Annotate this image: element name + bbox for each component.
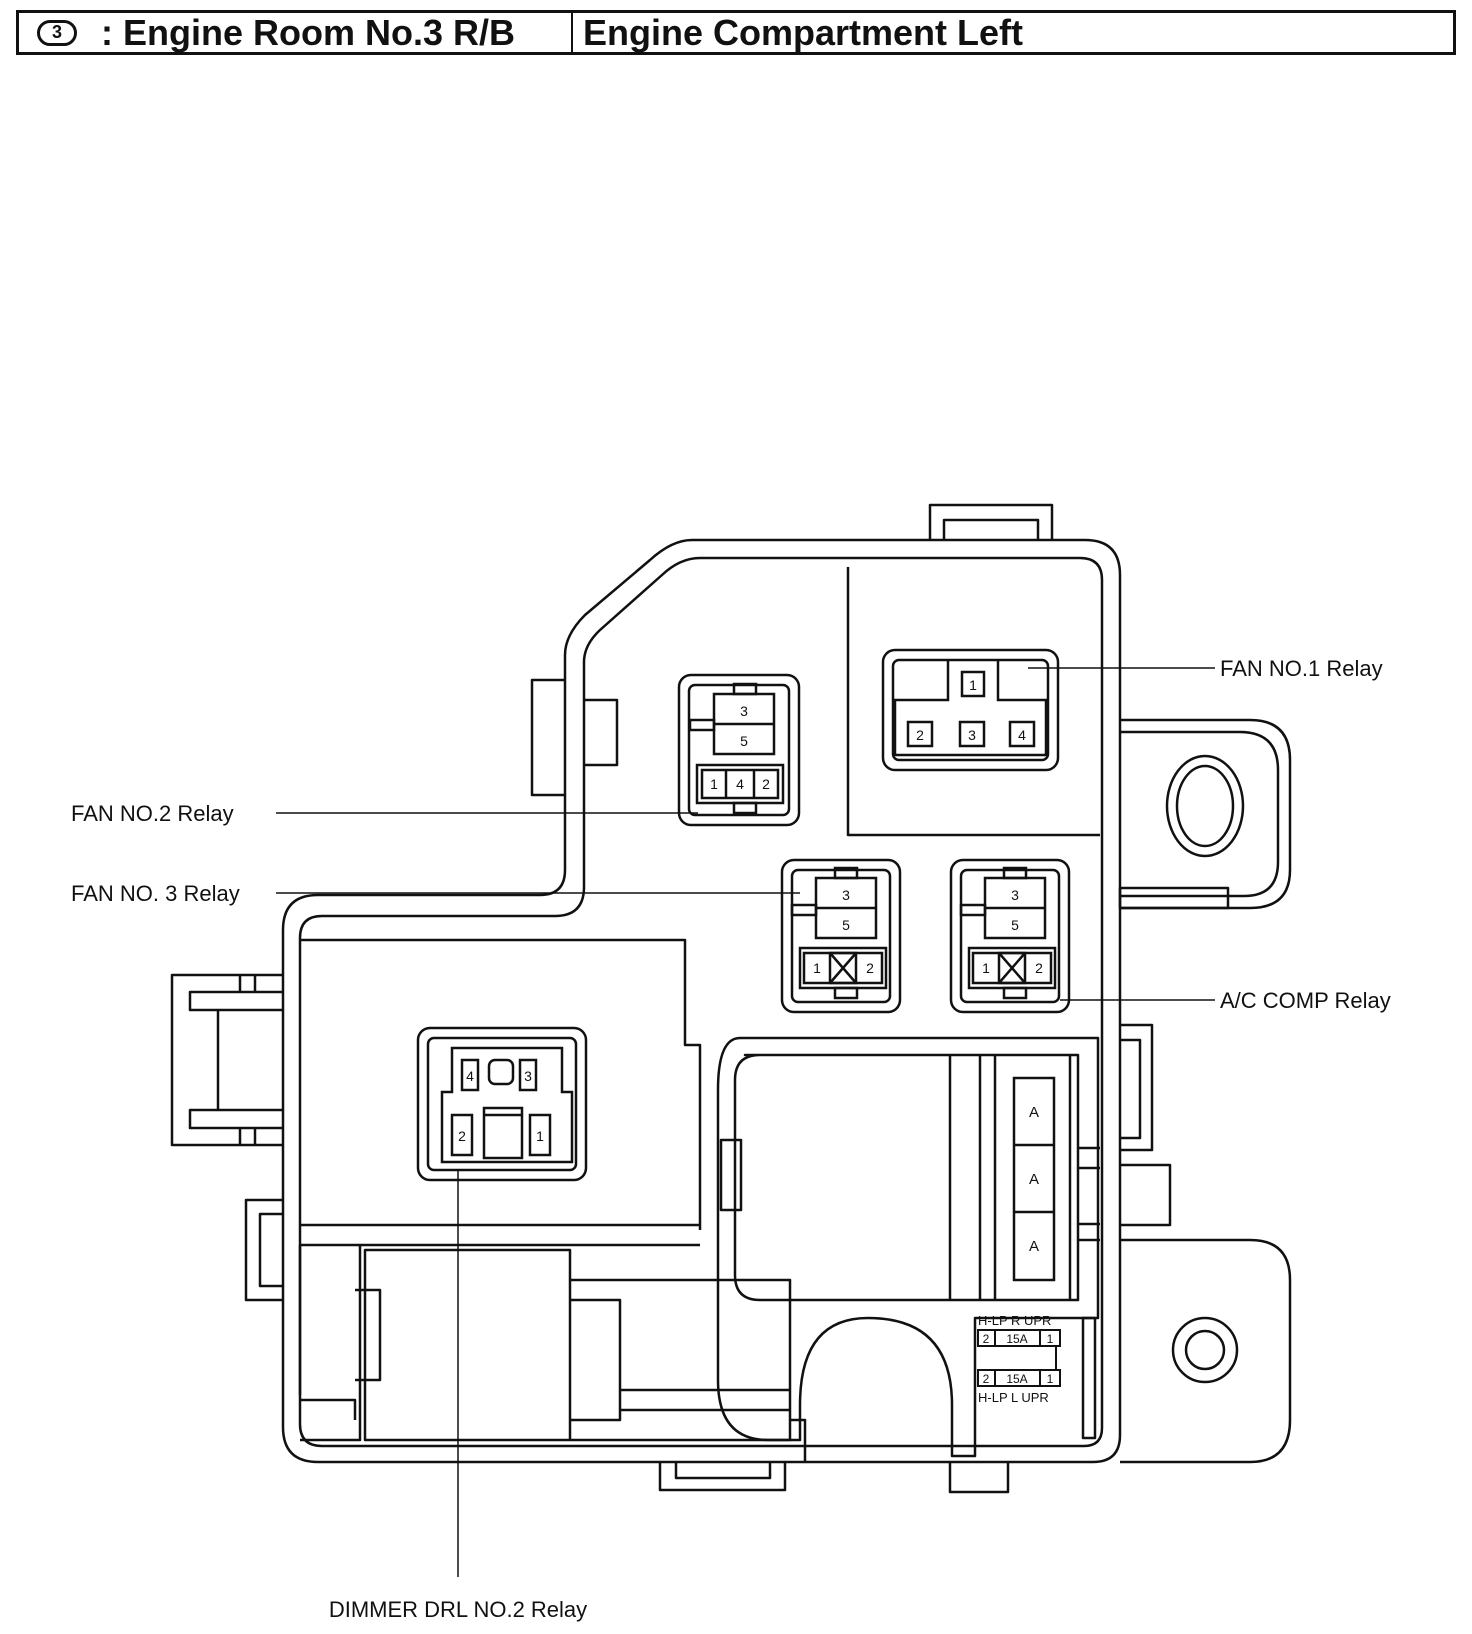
relay-fan-no1: [881, 648, 1060, 772]
fan3-pin2: 2: [866, 960, 874, 976]
dimmer-pin3: 3: [524, 1068, 532, 1084]
fuse-slot-a1: A: [1029, 1104, 1039, 1121]
dimmer-pin4: 4: [466, 1068, 474, 1084]
fan3-pin5: 5: [842, 917, 850, 933]
fuse-hlp-r-upr-pin-right: 1: [1047, 1332, 1054, 1346]
fuse-hlp-l-upr-rating: 15A: [1006, 1372, 1027, 1386]
fuse-slot-a3: A: [1029, 1238, 1039, 1255]
header-location-cell: 3 : Engine Room No.3 R/B: [19, 11, 573, 53]
left-clip: [170, 973, 283, 1147]
mount-ear-lower: [1120, 1238, 1292, 1464]
fan2-pin1: 1: [710, 776, 718, 792]
fuse-hlp-l-upr: [977, 1369, 1061, 1387]
mount-ear-upper: [1120, 718, 1292, 910]
relay-fan-no2: [677, 673, 801, 827]
ac-pin5: 5: [1011, 917, 1019, 933]
fan3-pin3: 3: [842, 887, 850, 903]
label-dimmer-drl-no2-relay: DIMMER DRL NO.2 Relay: [329, 1597, 587, 1622]
location-badge: 3: [37, 19, 77, 46]
top-tab: [928, 503, 1054, 540]
housing-outer: [281, 538, 1122, 1464]
mount-hole-lower: [1171, 1316, 1239, 1384]
fan2-pin2: 2: [762, 776, 770, 792]
fuse-hlp-l-upr-pin-right: 1: [1047, 1372, 1054, 1386]
ac-pin1: 1: [982, 960, 990, 976]
ac-pin2: 2: [1035, 960, 1043, 976]
location-title: : Engine Room No.3 R/B: [101, 11, 515, 53]
ac-pin3: 3: [1011, 887, 1019, 903]
fuse-slot-column: [1012, 1076, 1056, 1282]
fan1-pin2: 2: [916, 727, 924, 743]
position-title: Engine Compartment Left: [583, 11, 1024, 53]
fan2-pin5: 5: [740, 733, 748, 749]
relay-dimmer-drl-no2: [416, 1026, 588, 1182]
label-fan-no3-relay: FAN NO. 3 Relay: [71, 881, 240, 906]
label-fan-no2-relay: FAN NO.2 Relay: [71, 801, 234, 826]
fan2-pin3: 3: [740, 703, 748, 719]
fuse-hlp-r-upr-name: H-LP R UPR: [978, 1313, 1051, 1328]
fan2-pin4: 4: [736, 776, 744, 792]
mount-hole-upper: [1165, 754, 1245, 858]
fan1-section: [846, 567, 1100, 837]
fuse-hlp-l-upr-pin-left: 2: [983, 1372, 990, 1386]
fuse-hlp-r-upr-pin-left: 2: [983, 1332, 990, 1346]
dimmer-pin2: 2: [458, 1128, 466, 1144]
fan1-pin4: 4: [1018, 727, 1026, 743]
fan1-pin1: 1: [969, 677, 977, 693]
fuse-hlp-r-upr-rating: 15A: [1006, 1332, 1027, 1346]
dimmer-pin1: 1: [536, 1128, 544, 1144]
fuse-hlp-l-upr-name: H-LP L UPR: [978, 1390, 1049, 1405]
label-fan-no1-relay: FAN NO.1 Relay: [1220, 656, 1383, 681]
fan1-pin3: 3: [968, 727, 976, 743]
header-position-cell: Engine Compartment Left: [573, 11, 1453, 53]
relay-fan-no3: [780, 858, 902, 1014]
fuse-hlp-r-upr: [977, 1329, 1061, 1347]
lower-cavity: [716, 1036, 1100, 1458]
fan3-pin1: 1: [813, 960, 821, 976]
header-bar: 3 : Engine Room No.3 R/B Engine Compartm…: [16, 10, 1456, 55]
relay-ac-comp: [949, 858, 1071, 1014]
label-ac-comp-relay: A/C COMP Relay: [1220, 988, 1391, 1013]
fuse-slot-a2: A: [1029, 1171, 1039, 1188]
housing-inner: [298, 556, 1104, 1448]
